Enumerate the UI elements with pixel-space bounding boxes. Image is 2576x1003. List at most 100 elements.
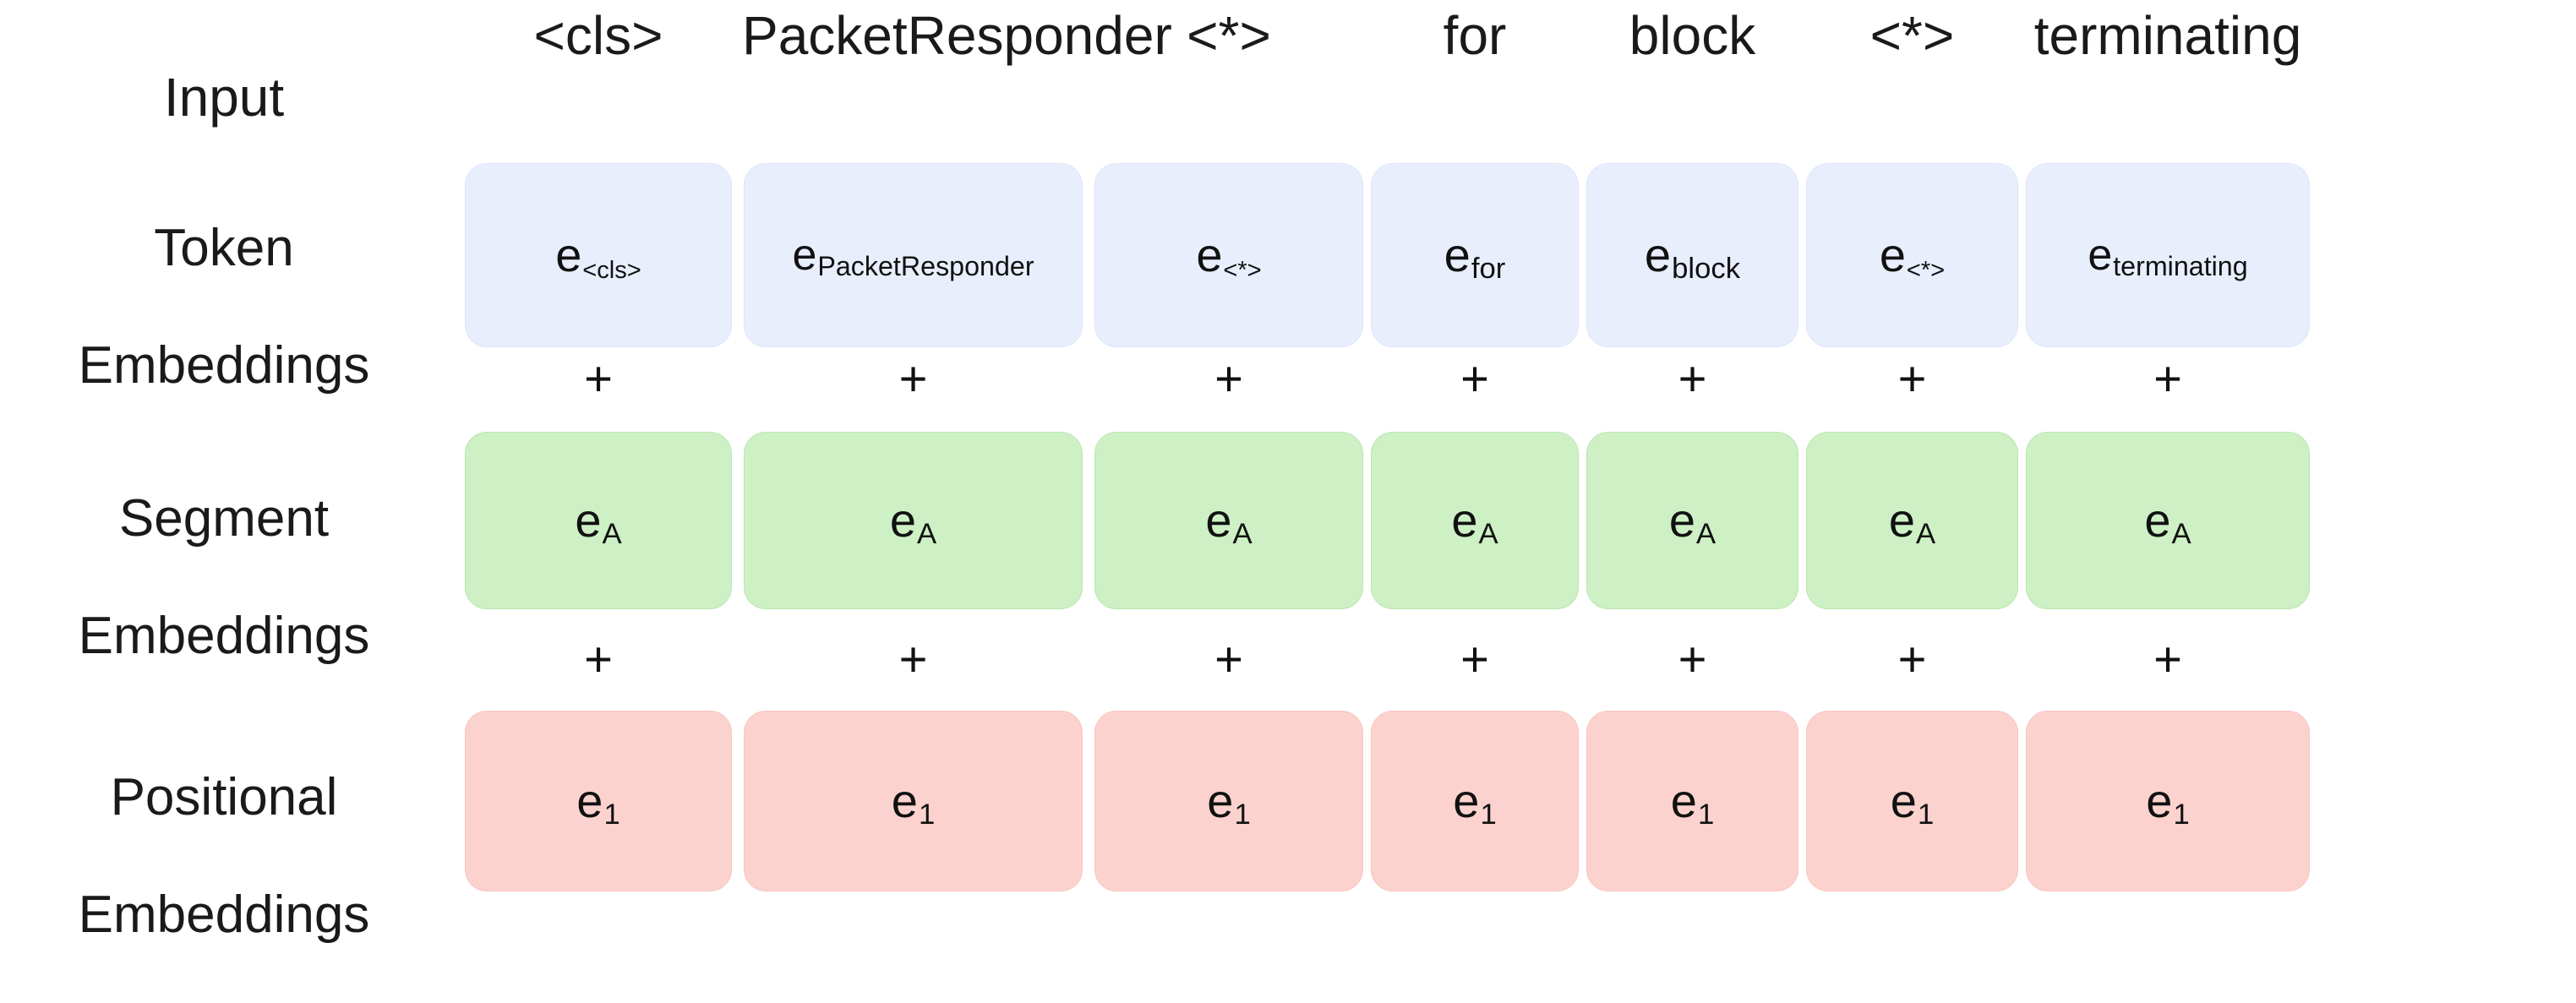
token-embedding-label-1-subscript: <cls> <box>582 256 641 284</box>
row-label-input: Input <box>0 7 448 188</box>
row-label-segment-embeddings: Segment Embeddings <box>0 431 448 724</box>
segment-embedding-label-3-base: e <box>1205 493 1232 547</box>
plus-operator-token-segment-7: + <box>2153 352 2182 406</box>
input-token-1: <cls> <box>533 5 663 66</box>
plus-operator-segment-positional-2: + <box>898 632 928 687</box>
plus-operator-segment-positional-4: + <box>1460 632 1489 687</box>
row-label-segment-line2: Embeddings <box>78 607 370 666</box>
token-embedding-label-3-base: e <box>1196 228 1223 281</box>
row-label-input-text: Input <box>163 66 285 128</box>
segment-embedding-label-6-base: e <box>1888 493 1915 547</box>
token-embedding-label-5-base: e <box>1644 228 1672 281</box>
embedding-composition-diagram: Input Token Embeddings Segment Embedding… <box>0 0 2576 944</box>
segment-embedding-label-3-subscript: A <box>1232 517 1253 550</box>
positional-embedding-label-4-subscript: 1 <box>1480 798 1497 831</box>
token-embedding-label-7-base: e <box>2088 231 2113 280</box>
token-embedding-label-4-base: e <box>1444 228 1471 281</box>
plus-operator-token-segment-6: + <box>1897 352 1927 406</box>
positional-embedding-label-1-base: e <box>576 774 603 827</box>
input-token-6: <*> <box>1869 5 1955 66</box>
input-token-7: terminating <box>2033 5 2302 66</box>
input-token-4: for <box>1443 5 1507 66</box>
row-label-token-line1: Token <box>154 219 294 278</box>
input-token-3: <*> <box>1187 5 1271 66</box>
row-label-token-line2: Embeddings <box>78 336 370 395</box>
positional-embedding-label-3-base: e <box>1207 774 1234 827</box>
segment-embedding-label-1-subscript: A <box>602 517 622 550</box>
token-embedding-label-6-subscript: <*> <box>1906 256 1946 284</box>
token-embedding-label-2-subscript: PacketResponder <box>817 251 1034 282</box>
segment-embedding-label-7-base: e <box>2144 493 2171 547</box>
token-embedding-label-1-base: e <box>555 228 582 281</box>
plus-operator-token-segment-3: + <box>1214 352 1243 406</box>
token-embedding-box-3: e<*> <box>1094 163 1363 347</box>
token-embedding-label-3-subscript: <*> <box>1223 256 1262 284</box>
segment-embedding-label-6-subscript: A <box>1916 517 1936 550</box>
row-label-token-embeddings: Token Embeddings <box>0 161 448 454</box>
input-token-2: PacketResponder <box>742 5 1172 66</box>
token-embedding-label-2-base: e <box>792 231 817 280</box>
positional-embedding-label-1-subscript: 1 <box>603 798 620 831</box>
segment-embedding-label-1-base: e <box>575 493 602 547</box>
token-embedding-label-3: e<*> <box>1196 228 1261 283</box>
segment-embedding-label-4-base: e <box>1451 493 1478 547</box>
positional-embedding-label-6-subscript: 1 <box>1917 798 1935 831</box>
plus-operator-segment-positional-7: + <box>2153 632 2182 687</box>
row-label-positional-embeddings: Positional Embeddings <box>0 710 448 1003</box>
positional-embedding-label-2-subscript: 1 <box>918 798 936 831</box>
token-embedding-box-1: e<cls> <box>465 163 732 347</box>
positional-embedding-label-4-base: e <box>1453 774 1480 827</box>
plus-operator-segment-positional-1: + <box>584 632 613 687</box>
token-embedding-label-7-subscript: terminating <box>2113 251 2248 282</box>
positional-embedding-label-7-base: e <box>2146 774 2173 827</box>
token-embedding-label-6: e<*> <box>1880 232 1945 283</box>
plus-operator-token-segment-5: + <box>1678 352 1707 406</box>
row-label-segment-line1: Segment <box>118 489 330 548</box>
segment-embedding-label-2-subscript: A <box>917 517 937 550</box>
plus-operator-token-segment-1: + <box>584 352 613 406</box>
segment-embedding-label-5-base: e <box>1668 493 1695 547</box>
positional-embedding-label-5-base: e <box>1670 774 1697 827</box>
segment-embedding-label-5-subscript: A <box>1696 517 1716 550</box>
positional-embedding-label-7-subscript: 1 <box>2173 798 2190 831</box>
positional-embedding-label-6-base: e <box>1890 774 1917 827</box>
plus-operator-token-segment-2: + <box>898 352 928 406</box>
plus-operator-segment-positional-5: + <box>1678 632 1707 687</box>
